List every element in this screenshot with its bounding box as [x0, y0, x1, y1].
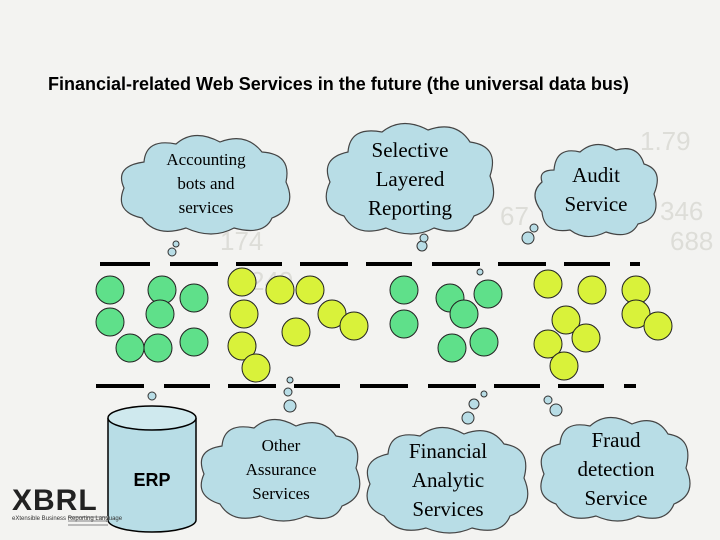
erp-database-cylinder — [107, 405, 197, 533]
service-node-green — [179, 283, 209, 313]
fraud-label: Fraud detection Service — [577, 427, 655, 510]
thought-bubble — [529, 223, 539, 233]
xbrl-logo — [68, 516, 108, 526]
thought-bubble — [521, 231, 535, 245]
service-node-yellow — [281, 317, 311, 347]
thought-bubble — [283, 399, 297, 413]
selective-label: Selective Layered Reporting — [368, 137, 452, 220]
cloud-shape — [325, 122, 495, 235]
service-node-green — [449, 299, 479, 329]
service-node-green — [143, 333, 173, 363]
thought-bubble — [419, 233, 429, 243]
service-node-green — [389, 275, 419, 305]
service-node-green — [437, 333, 467, 363]
service-node-yellow — [551, 305, 581, 335]
service-node-green — [389, 309, 419, 339]
thought-bubble — [468, 398, 480, 410]
service-node-yellow — [339, 311, 369, 341]
fraud-detection-cloud: Fraud detection Service — [536, 414, 696, 524]
service-node-green — [115, 333, 145, 363]
cloud-shape — [366, 426, 529, 534]
service-node-green — [95, 307, 125, 337]
page-title: Financial-related Web Services in the fu… — [48, 74, 629, 94]
svg-text:1.79: 1.79 — [640, 126, 691, 156]
other-assurance-cloud: Other Assurance Services — [196, 416, 366, 524]
logo-tagline: eXtensible Business Reporting Language — [12, 516, 123, 522]
audit-label: Audit Service — [564, 163, 628, 216]
thought-bubble — [416, 240, 428, 252]
selective-reporting-cloud: Selective Layered Reporting — [322, 120, 498, 238]
audit-service-cloud: Audit Service — [534, 142, 658, 238]
other-assurance-label: Other Assurance Services — [245, 436, 317, 503]
service-node-green — [95, 275, 125, 305]
thought-bubble — [172, 240, 180, 248]
service-node-yellow — [577, 275, 607, 305]
svg-text:346: 346 — [660, 196, 703, 226]
service-node-yellow — [533, 329, 563, 359]
cloud-shape — [540, 416, 691, 522]
service-node-green — [179, 327, 209, 357]
financial-analytic-cloud: Financial Analytic Services — [362, 424, 534, 536]
thought-bubble — [480, 390, 488, 398]
thought-bubble — [167, 247, 177, 257]
thought-bubble — [286, 376, 294, 384]
service-node-yellow — [265, 275, 295, 305]
service-node-yellow — [549, 351, 579, 381]
logo-wordmark: XBRL — [12, 484, 98, 517]
thought-bubble — [543, 395, 553, 405]
svg-text:67: 67 — [500, 201, 529, 231]
service-node-yellow — [241, 353, 271, 383]
thought-bubble — [461, 411, 475, 425]
service-node-yellow — [227, 267, 257, 297]
service-node-yellow — [295, 275, 325, 305]
data-bus — [96, 262, 640, 388]
thought-bubble — [147, 391, 157, 401]
thought-bubble — [476, 268, 484, 276]
accounting-label: Accounting bots and services — [166, 150, 246, 217]
cloud-shape — [534, 143, 658, 238]
thought-bubble — [549, 403, 563, 417]
accounting-cloud: Accounting bots and services — [116, 132, 296, 236]
service-node-green — [473, 279, 503, 309]
svg-text:688: 688 — [670, 226, 713, 256]
erp-label: ERP — [133, 470, 171, 490]
thought-bubble — [283, 387, 293, 397]
service-node-yellow — [229, 299, 259, 329]
service-node-yellow — [533, 269, 563, 299]
service-node-yellow — [643, 311, 673, 341]
service-node-green — [469, 327, 499, 357]
cloud-shape — [120, 134, 291, 235]
service-node-yellow — [227, 331, 257, 361]
service-node-yellow — [571, 323, 601, 353]
financial-analytic-label: Financial Analytic Services — [408, 438, 488, 521]
service-node-green — [145, 299, 175, 329]
cloud-shape — [200, 418, 361, 522]
